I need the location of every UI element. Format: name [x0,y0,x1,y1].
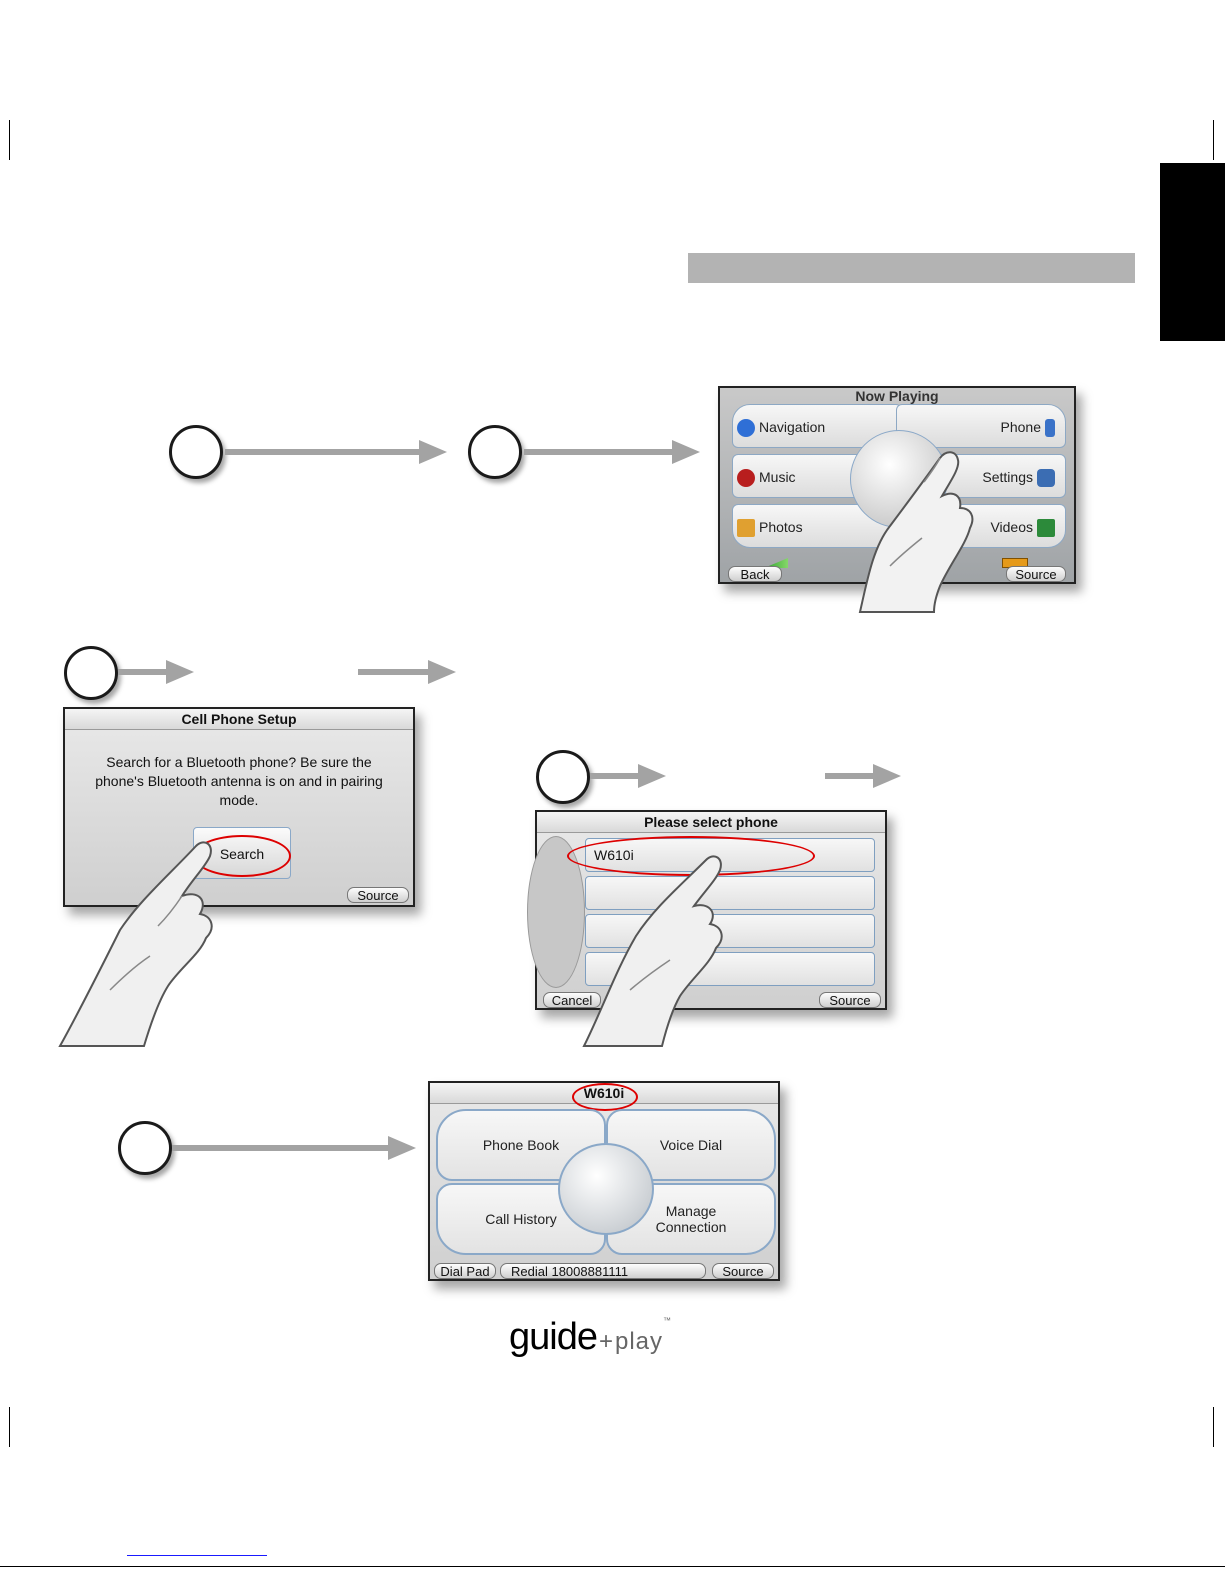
logo-play-text: play [615,1328,664,1355]
arrow-right [172,1136,416,1160]
arrow-right [825,764,901,788]
crop-mark [1213,120,1214,160]
navigation-icon [737,419,755,438]
phone-list-item[interactable] [585,876,875,910]
menu-item-label: Phone [1000,419,1041,435]
screen-title: Now Playing [855,388,939,404]
highlight-oval [193,835,291,877]
photos-icon [737,519,755,538]
center-dial [850,430,948,528]
menu-item-label: Photos [759,519,803,535]
menu-item-navigation[interactable]: Navigation [732,404,902,448]
menu-item-label: Music [759,469,796,485]
chapter-tab [1160,163,1225,341]
cell-phone-setup-screen: Cell Phone Setup Search for a Bluetooth … [63,707,415,907]
step-circle-5 [118,1121,172,1175]
footer-link-line [127,1555,267,1556]
source-button[interactable]: Source [712,1263,774,1279]
cancel-button[interactable]: Cancel [543,992,601,1008]
screen-title: Please select phone [537,812,885,833]
crop-mark [9,1407,10,1447]
source-button[interactable]: Source [347,887,409,903]
highlight-oval [567,836,815,876]
select-phone-screen: Please select phone W610i Cancel Source [527,810,887,1010]
arrow-right [358,660,456,684]
music-icon [737,469,755,488]
crop-mark [9,120,10,160]
source-button[interactable]: Source [1006,566,1066,582]
settings-icon [1037,469,1055,488]
logo-plus-text: + [598,1328,613,1355]
voice-dial-button[interactable]: Voice Dial [606,1109,776,1181]
center-dial [558,1143,654,1235]
videos-icon [1037,519,1055,538]
arrow-right [590,764,666,788]
phone-icon [1045,419,1055,438]
logo-trademark: ™ [663,1316,672,1325]
phone-menu-screen: W610i Phone Book Voice Dial Call History… [428,1081,780,1281]
back-button[interactable]: Back [728,566,782,582]
crop-mark [1213,1407,1214,1447]
menu-item-label: Videos [990,519,1033,535]
step-circle-4 [536,750,590,804]
step-circle-3 [64,646,118,700]
main-menu-screen: Now Playing Navigation Phone Music Setti… [718,386,1076,613]
phone-list-item[interactable] [585,952,875,986]
redial-button[interactable]: Redial 18008881111 [500,1263,706,1279]
guide-play-logo: guide+play ™ [509,1316,671,1360]
dial-pad-button[interactable]: Dial Pad [434,1263,496,1279]
arrow-right [524,440,700,464]
source-button[interactable]: Source [819,992,881,1008]
section-header-bar [688,253,1135,283]
signal-icon [764,558,788,568]
step-circle-1 [169,425,223,479]
menu-item-label: Settings [982,469,1033,485]
phone-list-item[interactable] [585,914,875,948]
highlight-oval [572,1083,638,1111]
setup-message: Search for a Bluetooth phone? Be sure th… [95,754,383,808]
footer-rule [0,1566,1225,1567]
logo-guide-text: guide [509,1316,598,1358]
arrow-right [225,440,447,464]
step-circle-2 [468,425,522,479]
screen-title: Cell Phone Setup [65,709,413,730]
arrow-right [118,660,194,684]
menu-item-label: Navigation [759,419,826,435]
